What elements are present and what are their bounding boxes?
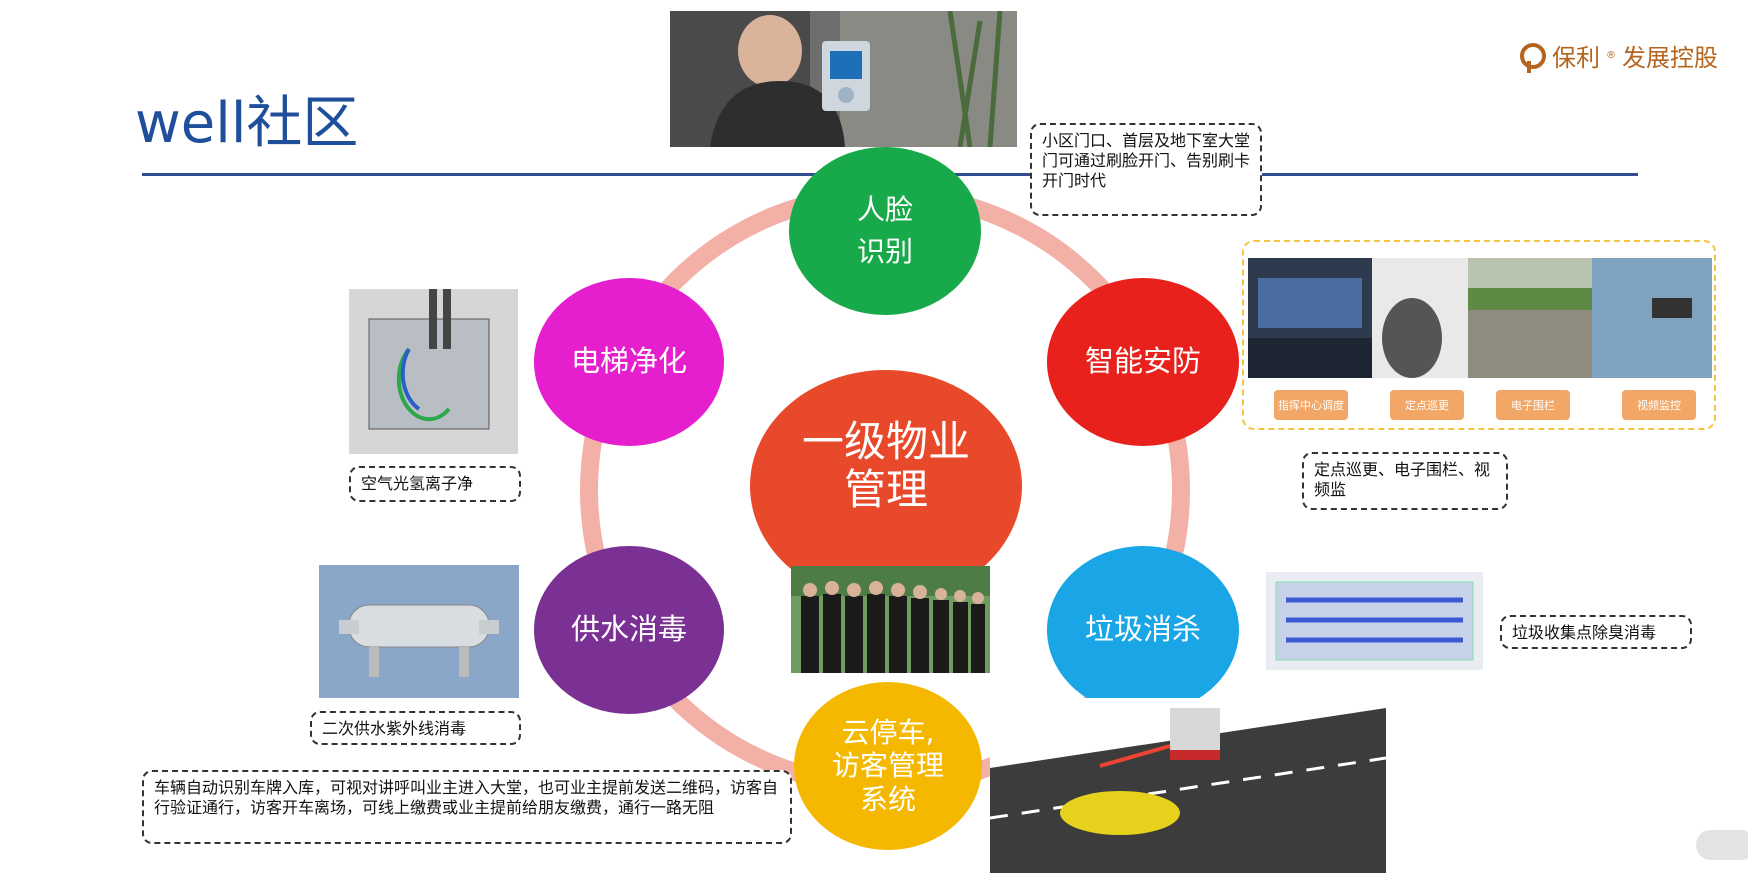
garbage-label: 垃圾消杀 xyxy=(1084,612,1201,647)
security-note: 定点巡更、电子围栏、视频监 xyxy=(1302,452,1508,510)
center-node: 一级物业管理 xyxy=(750,370,1022,602)
uv-sterilizer-photo xyxy=(319,565,519,698)
parking-label-1: 云停车, xyxy=(841,715,935,749)
security-guards-photo xyxy=(791,566,990,673)
slide-nav-handle[interactable] xyxy=(1696,830,1748,860)
center-label-2: 管理 xyxy=(843,465,928,514)
chip-video: 视频监控 xyxy=(1622,390,1696,420)
logo-subtext: 发展控股 xyxy=(1622,44,1718,72)
elevator-purification-node: 电梯净化 xyxy=(534,278,724,446)
page-title: well社区 xyxy=(135,91,359,156)
water-disinfection-node: 供水消毒 xyxy=(534,546,724,714)
logo-icon xyxy=(1520,42,1546,73)
parking-gate-photo xyxy=(990,698,1386,873)
center-label-1: 一级物业 xyxy=(801,416,970,466)
chip-patrol: 定点巡更 xyxy=(1390,390,1464,420)
elevator-note: 空气光氢离子净 xyxy=(349,466,521,502)
command-center-photo xyxy=(1248,258,1372,378)
face-label-2: 识别 xyxy=(856,235,913,268)
garbage-disinfection-node: 垃圾消杀 xyxy=(1047,546,1239,714)
security-label: 智能安防 xyxy=(1084,344,1201,379)
garbage-note: 垃圾收集点除臭消毒 xyxy=(1500,615,1692,649)
water-label: 供水消毒 xyxy=(570,612,687,647)
face-recognition-node: 人脸识别 xyxy=(789,147,981,315)
logo-text: 保利 xyxy=(1552,44,1600,72)
chip-fence: 电子围栏 xyxy=(1496,390,1570,420)
chip-command-center: 指挥中心调度 xyxy=(1274,390,1348,420)
fence-photo xyxy=(1468,258,1592,378)
elevator-purifier-photo xyxy=(349,289,518,454)
parking-label-2: 访客管理 xyxy=(831,749,944,783)
water-note: 二次供水紫外线消毒 xyxy=(310,711,521,745)
face-recognition-photo xyxy=(670,11,1017,147)
elevator-label: 电梯净化 xyxy=(570,344,687,379)
company-logo: 保利 ® 发展控股 xyxy=(1520,38,1718,73)
video-monitor-photo xyxy=(1592,258,1712,378)
face-label-1: 人脸 xyxy=(856,193,913,226)
parking-note: 车辆自动识别车牌入库，可视对讲呼叫业主进入大堂，也可业主提前发送二维码，访客自行… xyxy=(142,770,792,844)
face-note: 小区门口、首层及地下室大堂门可通过刷脸开门、告别刷卡开门时代 xyxy=(1030,123,1262,216)
security-panel: 指挥中心调度 定点巡更 电子围栏 视频监控 xyxy=(1242,240,1716,430)
smart-security-node: 智能安防 xyxy=(1047,278,1239,446)
parking-label-3: 系统 xyxy=(859,782,916,816)
patrol-photo xyxy=(1372,258,1468,378)
uv-lamp-photo xyxy=(1266,572,1483,670)
parking-visitor-node: 云停车,访客管理系统 xyxy=(794,682,982,850)
logo-registered-mark: ® xyxy=(1606,50,1616,61)
